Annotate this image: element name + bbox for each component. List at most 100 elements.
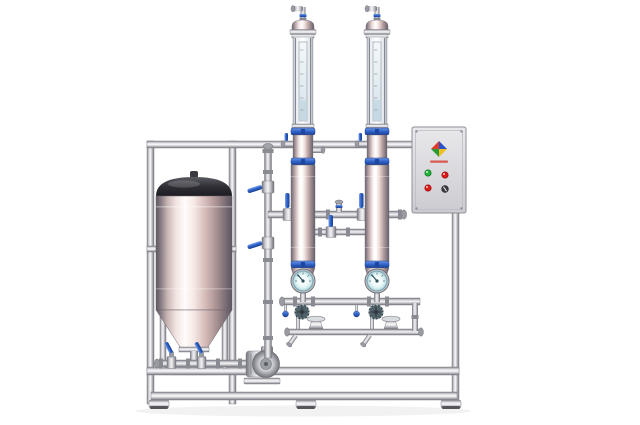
logo-triangle-yellow <box>439 149 447 157</box>
valve-bonnet <box>199 351 204 358</box>
column-bottom-stub <box>300 289 306 302</box>
foot-base <box>442 406 460 409</box>
valve-blue-handle <box>164 342 173 354</box>
tri-clamp-band <box>385 296 389 307</box>
tri-clamp-blue <box>299 14 307 18</box>
sample-stub <box>284 305 287 311</box>
gauge-hub <box>375 279 379 283</box>
tri-clamp-band <box>346 227 350 237</box>
tri-clamp-band <box>299 18 307 21</box>
panel-box <box>411 126 467 214</box>
bottom-manifold <box>279 296 424 348</box>
feed-pump <box>243 346 281 385</box>
column-bottom-stub <box>374 289 380 302</box>
tri-clamp-band <box>373 18 381 21</box>
pump-base <box>243 377 281 385</box>
tank-vent-nub <box>190 171 198 178</box>
tri-clamp-band <box>311 296 315 307</box>
sight-flange <box>365 123 389 129</box>
butterfly-valve-wheel <box>294 304 310 320</box>
vent-cap <box>290 5 296 13</box>
panel-screw <box>415 130 418 133</box>
brand-logo <box>431 141 447 157</box>
sample-valve <box>353 305 360 318</box>
tank-dome-highlight <box>168 180 200 188</box>
spool-side-port <box>354 133 367 148</box>
pipe-end-cap <box>284 327 290 337</box>
spout-pipe <box>287 334 298 346</box>
diaphragm-valve <box>306 315 326 330</box>
spout-pipe <box>361 334 372 346</box>
tri-clamp-band <box>238 358 242 369</box>
suction-valve <box>164 342 177 369</box>
butterfly-valve-wheel <box>368 304 384 320</box>
wheel-hub <box>300 310 304 314</box>
port-cap <box>354 140 360 148</box>
column-spool <box>366 134 388 160</box>
tri-clamp-band <box>293 296 297 307</box>
weld-line <box>365 247 389 248</box>
port-pipe <box>357 141 367 147</box>
membrane-column-left <box>280 5 326 302</box>
housing-highlight <box>373 166 377 261</box>
weld-line <box>291 247 315 248</box>
sight-graduations <box>374 49 378 111</box>
valve-blue-handle <box>194 342 203 354</box>
tri-clamp-band <box>326 209 330 220</box>
indicator-light-red <box>424 184 432 192</box>
tank-weld-line <box>156 206 232 208</box>
column-vent-elbow <box>293 6 303 12</box>
valve-body <box>196 356 207 369</box>
tri-clamp-band <box>262 149 274 153</box>
suction-line <box>154 342 256 369</box>
valve-blue-handle <box>358 133 362 141</box>
indicator-highlight <box>426 171 428 173</box>
pump-head-bolt <box>264 362 268 366</box>
sample-knob-blue <box>282 310 289 318</box>
frame-base-bar <box>150 391 458 401</box>
tri-clamp-band <box>367 296 371 307</box>
sight-liquid <box>299 100 307 121</box>
panel-screw <box>460 207 463 210</box>
valve-blue-handle <box>247 241 263 250</box>
tri-clamp-band <box>216 358 220 369</box>
suction-valve <box>194 342 207 369</box>
tee-cap <box>334 199 344 205</box>
feed-manifold <box>267 193 407 221</box>
valve-bonnet <box>169 351 174 358</box>
sample-knob-blue <box>353 310 360 318</box>
tri-clamp-band <box>263 300 273 304</box>
valve-blue-handle <box>285 193 290 208</box>
drain-spout <box>360 334 372 348</box>
tank-dome <box>156 177 232 199</box>
valve-blue-handle <box>247 185 263 194</box>
wheel-notches <box>368 304 384 320</box>
tri-clamp-band <box>398 209 402 220</box>
column-vent-elbow <box>367 6 377 12</box>
drain-spout <box>286 334 298 348</box>
wheel-notches <box>294 304 310 320</box>
gauge-hub <box>301 279 305 283</box>
foot-base <box>150 406 168 409</box>
indicator-highlight <box>426 186 428 188</box>
tank-body <box>155 195 233 311</box>
valve-blue-handle <box>328 215 333 227</box>
pipe-end-cap <box>279 296 285 307</box>
spool-side-port <box>280 133 293 148</box>
clamp-bolt <box>301 159 305 164</box>
clamp-bolt <box>375 159 379 164</box>
tri-clamp-band <box>263 258 273 262</box>
column-spool <box>292 134 314 160</box>
feed-tank <box>155 171 233 369</box>
tri-clamp-band <box>318 227 322 237</box>
valve-blue-handle <box>359 193 364 208</box>
control-panel <box>411 126 467 214</box>
tri-clamp-band <box>159 358 163 369</box>
gauge-ticks <box>295 272 311 282</box>
riser-valve <box>247 180 275 194</box>
valve-handwheel <box>306 315 326 323</box>
tri-clamp-blue <box>335 205 343 208</box>
vent-cap <box>364 5 370 13</box>
housing-highlight <box>299 166 303 261</box>
